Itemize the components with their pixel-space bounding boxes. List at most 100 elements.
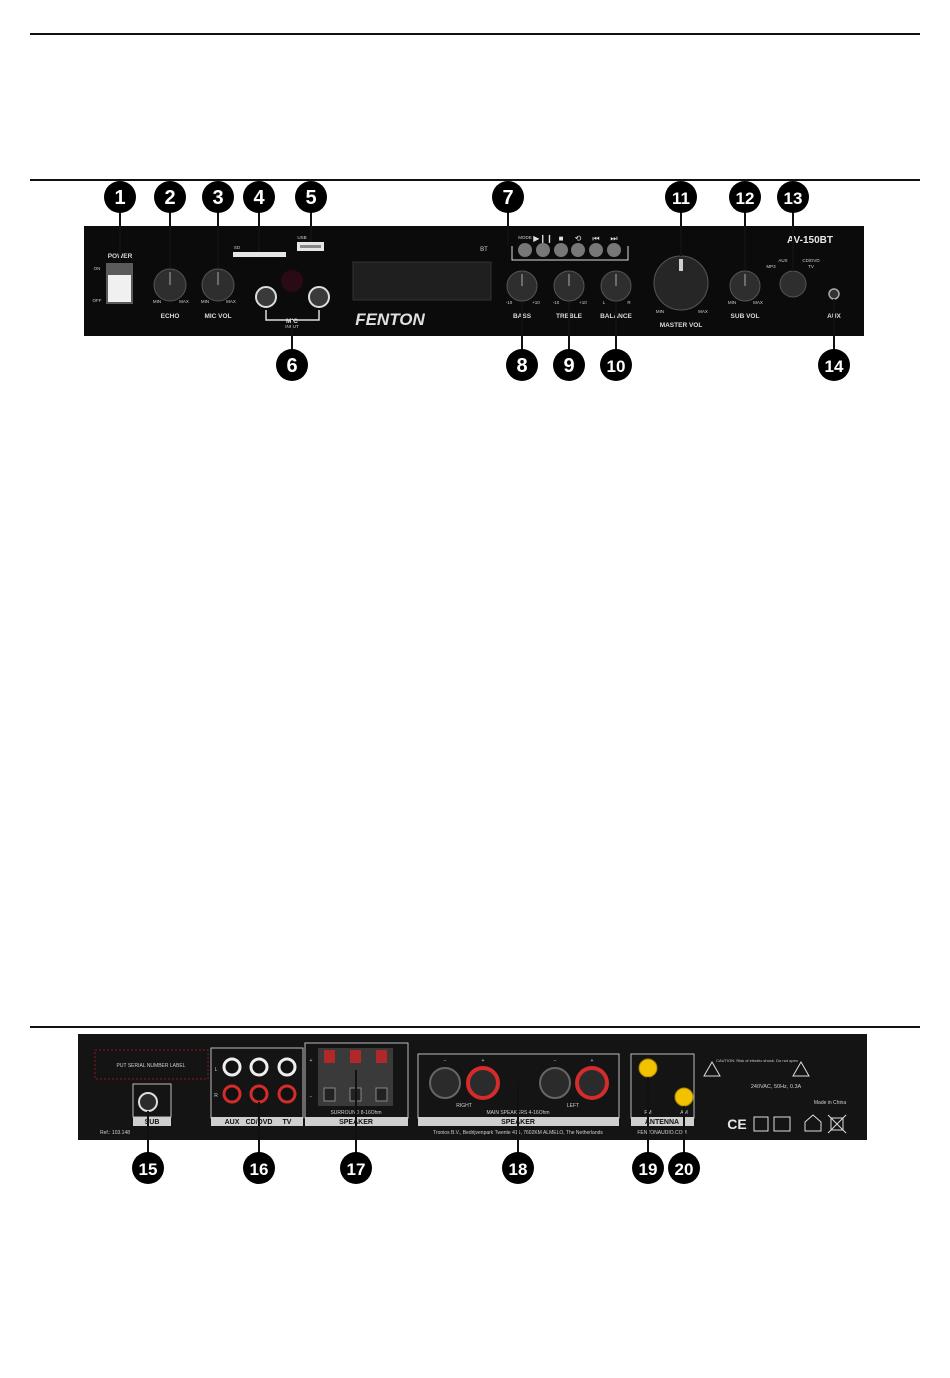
source-mp3: MP3 [766,264,776,269]
sd-card-slot[interactable] [233,252,286,257]
stop-button[interactable] [554,243,568,257]
aux-jack[interactable] [828,288,840,300]
main-left-plus: + [591,1058,594,1064]
antenna-label-bar [631,1117,694,1126]
sub-label-bar [133,1117,171,1126]
balance-right: R [627,300,631,305]
repeat-icon: ⟲ [575,234,582,243]
surround-terminal-3-minus[interactable] [375,1087,388,1102]
input-tv-label: TV [283,1119,292,1126]
svg-text:10: 10 [607,357,626,376]
callout-11: 11 [665,181,697,213]
master-vol-min: MIN [656,309,664,314]
balance-knob[interactable] [600,270,632,302]
echo-label: ECHO [161,313,180,320]
previous-icon: ⏮ [592,234,599,243]
serial-label-text: PUT SERIAL NUMBER LABEL [117,1063,186,1069]
mic-input-2[interactable] [308,286,330,308]
tv-l-jack[interactable] [277,1057,297,1077]
cd-dvd-r-jack[interactable] [249,1084,269,1104]
main-left-minus: − [554,1058,557,1064]
usb-label: USB [297,235,306,240]
treble-knob[interactable] [553,270,585,302]
am-antenna-jack[interactable] [674,1087,694,1107]
play-pause-button[interactable] [536,243,550,257]
input-r-label: R [214,1093,218,1099]
mic-input-1[interactable] [255,286,277,308]
main-left-plus-terminal[interactable] [575,1066,609,1100]
power-rating: 240VAC, 50Hz, 0.3A [751,1084,802,1090]
svg-text:20: 20 [675,1160,694,1179]
callout-7: 7 [492,181,524,213]
callout-18: 18 [502,1152,534,1184]
aux-l-jack[interactable] [222,1057,242,1077]
main-right-minus: − [444,1058,447,1064]
bass-min: -10 [506,300,513,305]
stop-icon: ■ [559,234,564,243]
surround-terminal-2-plus[interactable] [350,1050,361,1063]
mic-vol-min: MIN [201,299,209,304]
callout-10: 10 [600,349,632,381]
surround-terminal-1-plus[interactable] [324,1050,335,1063]
cd-dvd-l-jack[interactable] [249,1057,269,1077]
ref-number: Ref.: 103.148 [100,1130,130,1136]
caution-text: CAUTION: Risk of electric shock. Do not … [716,1058,798,1063]
sub-vol-max: MAX [753,300,763,305]
main-left-minus-terminal[interactable] [539,1067,571,1099]
serial-label-area [94,1049,209,1080]
echo-min: MIN [153,299,161,304]
next-button[interactable] [607,243,621,257]
front-section-rule [30,179,920,181]
tv-r-jack[interactable] [277,1084,297,1104]
sub-vol-label: SUB VOL [731,313,760,320]
svg-text:18: 18 [509,1160,528,1179]
master-vol-knob[interactable] [653,255,709,311]
bluetooth-label: BT [480,247,488,253]
usb-port-tongue [300,245,321,248]
weee-bin-icon [827,1114,847,1134]
svg-text:15: 15 [139,1160,158,1179]
sub-vol-knob[interactable] [729,270,761,302]
source-selector-knob[interactable] [779,270,807,298]
surround-minus: − [310,1094,313,1100]
rear-section-rule [30,1026,920,1028]
mic-vol-knob[interactable] [201,268,235,302]
repeat-button[interactable] [571,243,585,257]
previous-button[interactable] [589,243,603,257]
surround-terminal-3-plus[interactable] [376,1050,387,1063]
mode-button[interactable] [518,243,532,257]
callout-4: 4 [243,181,275,213]
indoor-use-icon [804,1114,822,1132]
svg-text:1: 1 [114,187,125,209]
main-right-plus-terminal[interactable] [466,1066,500,1100]
callout-19: 19 [632,1152,664,1184]
callout-leaders [119,210,835,1155]
echo-knob[interactable] [153,268,187,302]
fm-antenna-jack[interactable] [638,1058,658,1078]
svg-text:3: 3 [212,187,223,209]
svg-text:9: 9 [563,355,574,377]
callout-13: 13 [777,181,809,213]
sub-vol-min: MIN [728,300,736,305]
svg-text:12: 12 [736,189,755,208]
callout-2: 2 [154,181,186,213]
manual-icon [773,1116,791,1132]
treble-max: +10 [579,300,587,305]
aux-r-jack[interactable] [222,1084,242,1104]
ir-sensor [281,270,303,292]
main-right-plus: + [482,1058,485,1064]
svg-text:19: 19 [639,1160,658,1179]
rear-panel: PUT SERIAL NUMBER LABEL Ref.: 103.148 SU… [78,1034,867,1140]
callout-9: 9 [553,349,585,381]
source-cd-dvd: CD/DVD [802,258,820,263]
brand-logo: FENTON [355,310,425,329]
sub-out-jack[interactable] [138,1092,158,1112]
input-l-label: L [215,1067,218,1073]
play-pause-icon: ▶❙❙ [533,234,553,243]
bass-knob[interactable] [506,270,538,302]
callout-6: 6 [276,349,308,381]
surround-terminal-1-minus[interactable] [323,1087,336,1102]
website-label: FENTONAUDIO.COM [637,1130,686,1136]
main-right-minus-terminal[interactable] [429,1067,461,1099]
power-switch[interactable] [108,275,131,302]
